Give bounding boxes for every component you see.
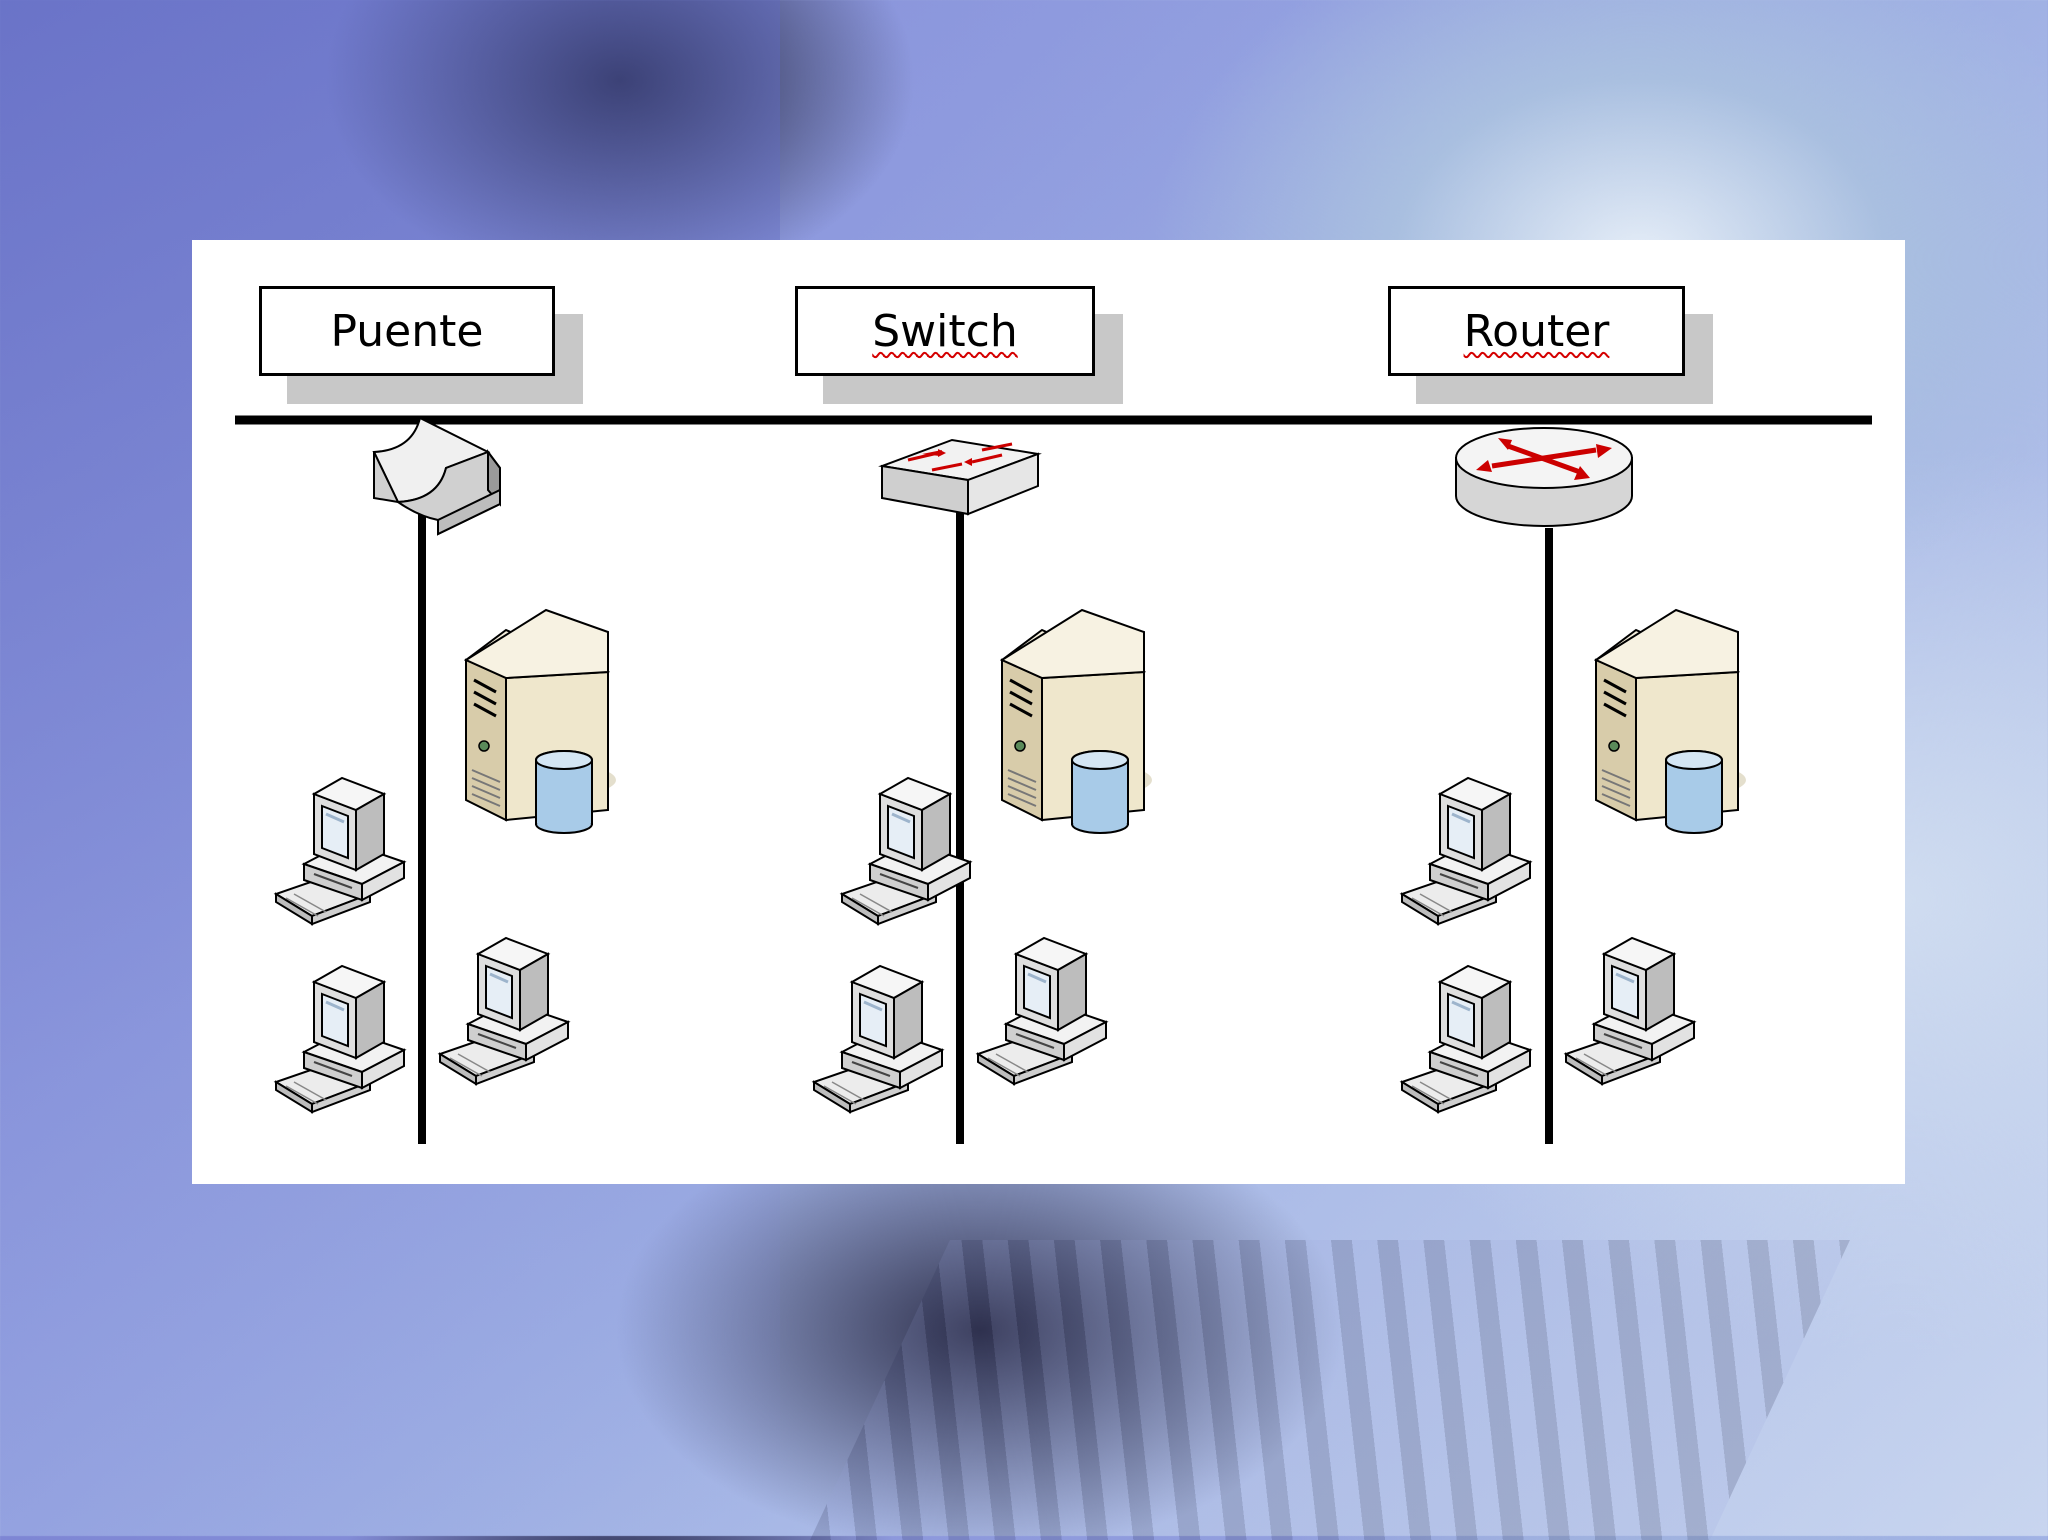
workstation-icon [1402,966,1530,1112]
network-diagram [192,240,1905,1184]
label-switch: Switch [795,286,1095,376]
bridge-icon [374,418,500,534]
workstation-icon [440,938,568,1084]
workstation-icon [842,778,970,924]
background-keyboard [810,1240,1850,1540]
workstation-icon [1402,778,1530,924]
server-icon [1596,610,1746,833]
workstation-icon [978,938,1106,1084]
workstation-icon [276,778,404,924]
workstation-icon [814,966,942,1112]
server-icon [1002,610,1152,833]
label-puente-text: Puente [331,306,484,357]
workstation-icon [1566,938,1694,1084]
label-switch-text: Switch [872,306,1017,357]
label-router: Router [1388,286,1685,376]
label-router-text: Router [1464,306,1610,357]
server-icon [466,610,616,833]
label-puente: Puente [259,286,555,376]
switch-icon [882,440,1038,514]
workstation-icon [276,966,404,1112]
network-diagram-panel: Puente Switch Router [192,240,1905,1184]
router-icon [1456,428,1632,526]
